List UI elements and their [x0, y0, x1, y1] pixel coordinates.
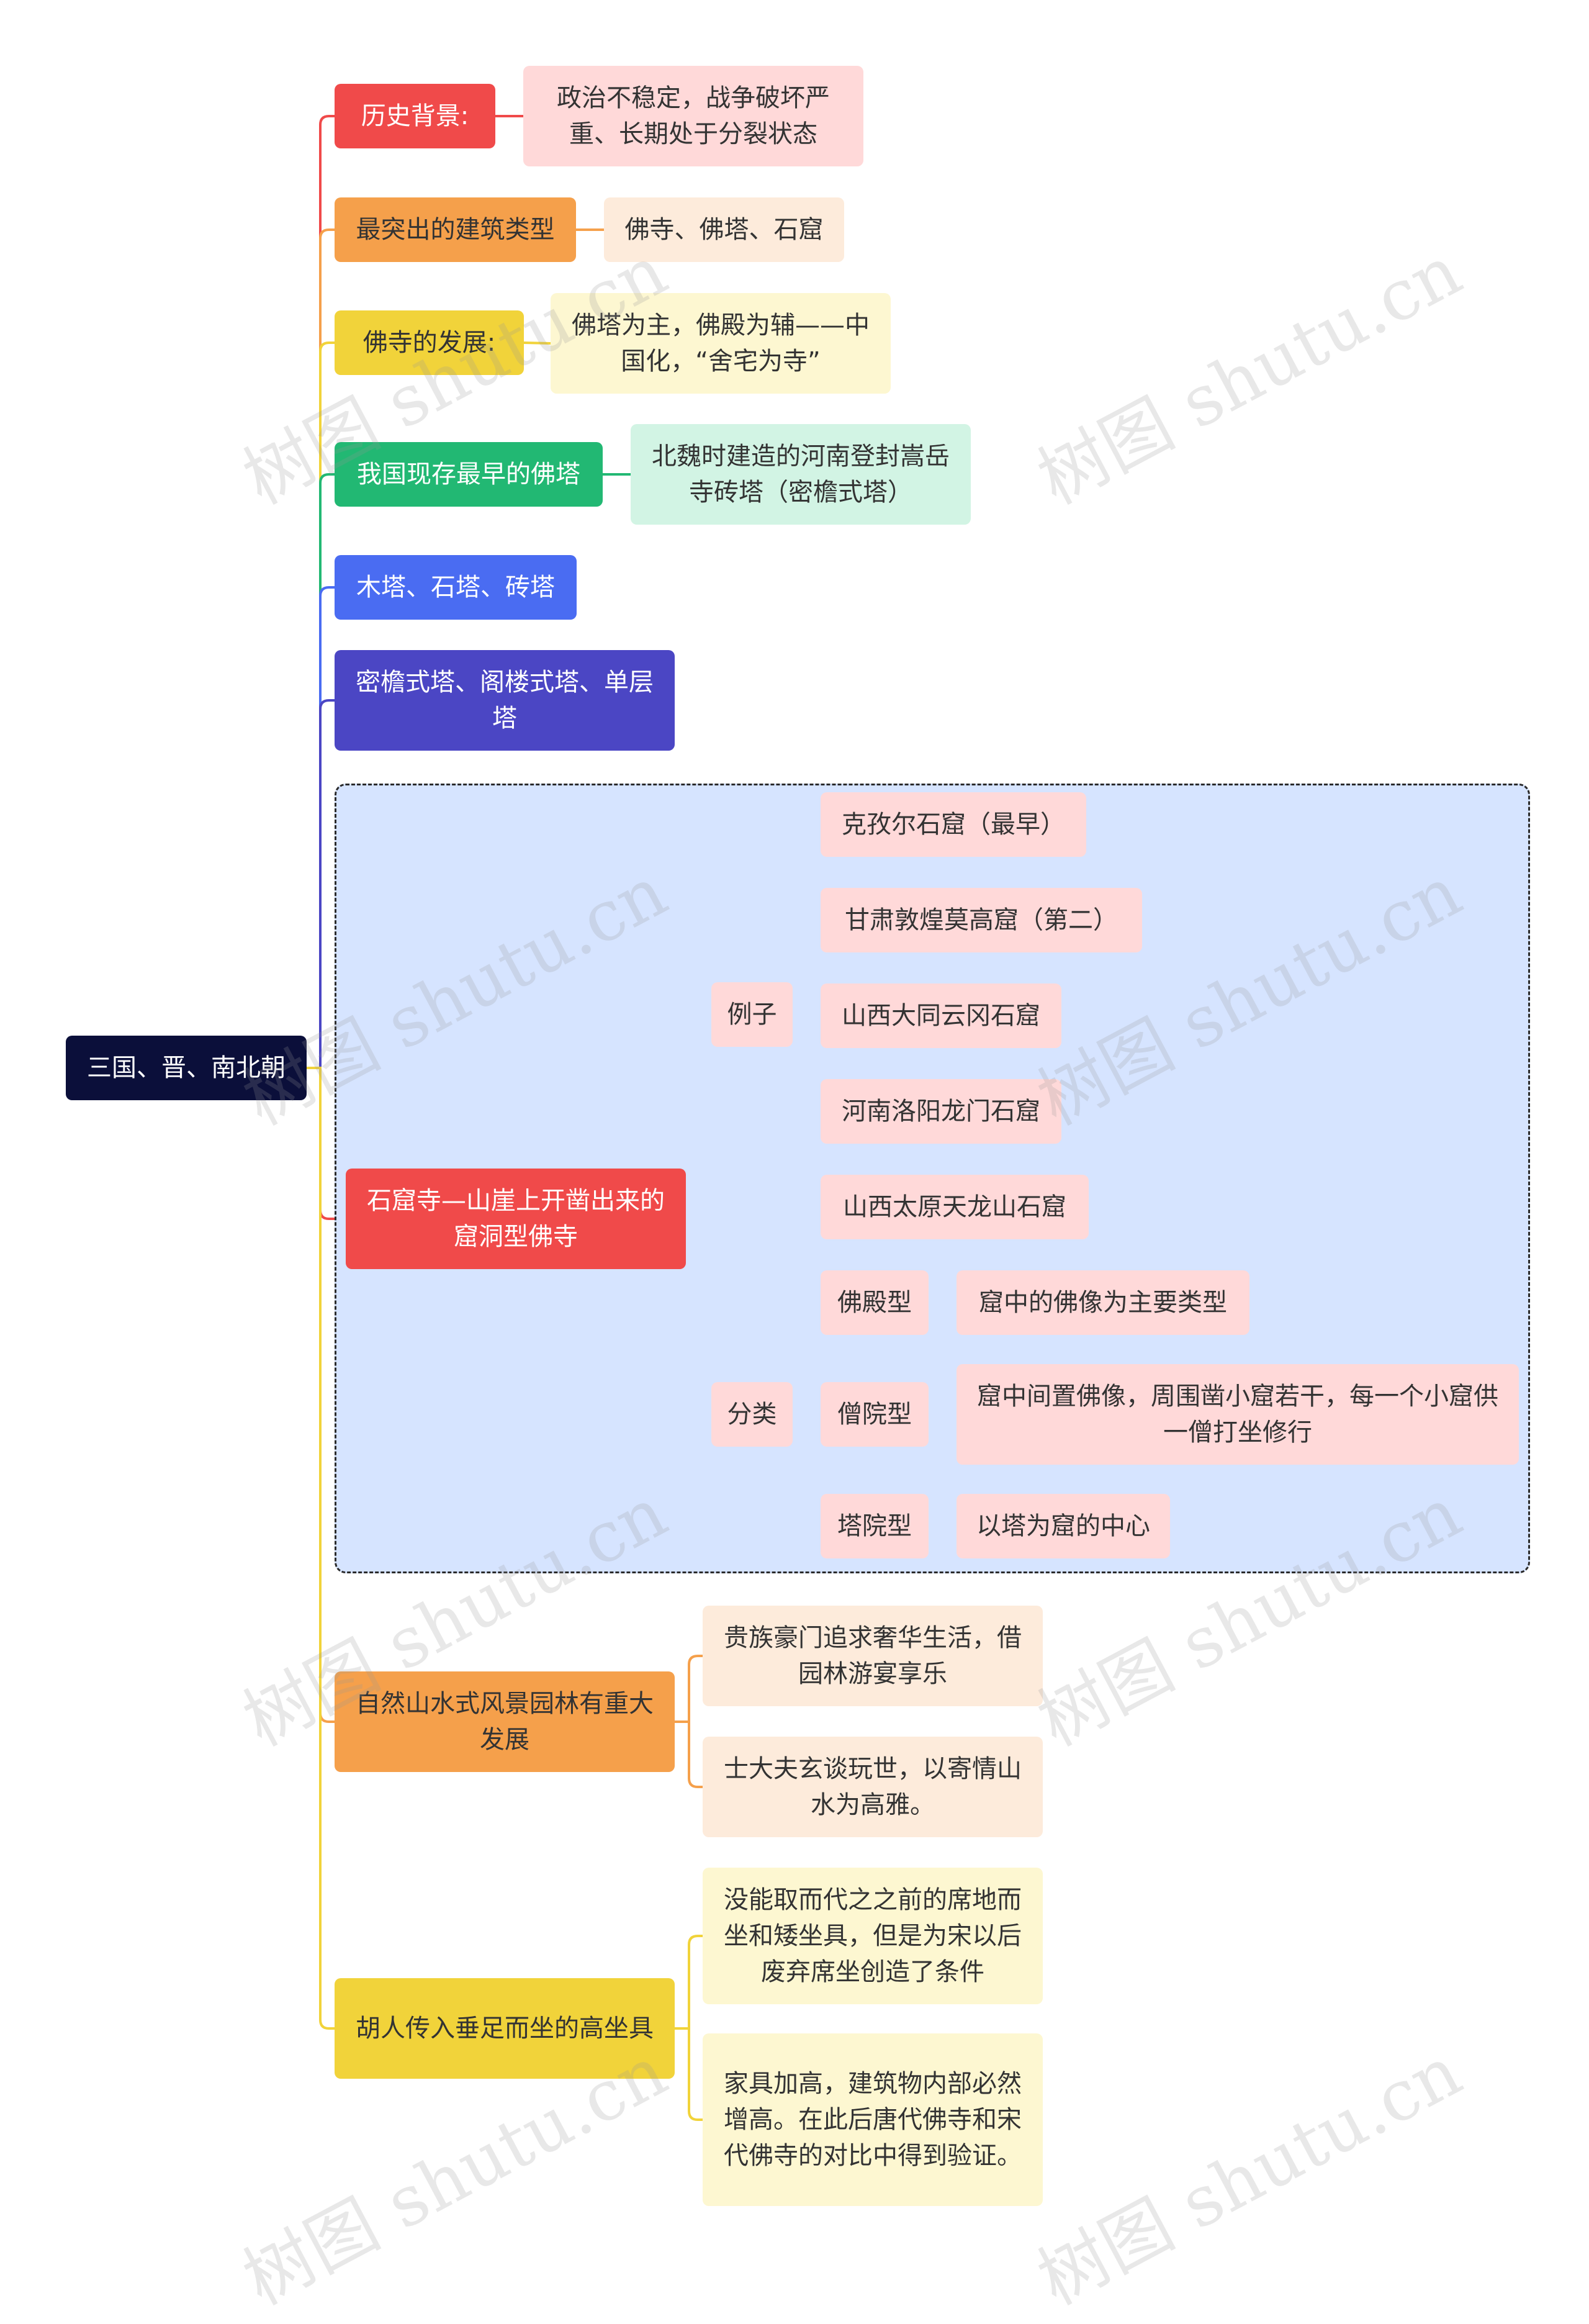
connector-n-b7c1: [675, 1720, 703, 1788]
connector-n-b1: [307, 228, 335, 1069]
leaf-mogao-grottoes[interactable]: 甘肃敦煌莫高窟（第二）: [821, 888, 1142, 952]
branch-landscape-gardens[interactable]: 自然山水式风景园林有重大发展: [335, 1671, 675, 1772]
branch-high-seating[interactable]: 胡人传入垂足而坐的高坐具: [335, 1978, 675, 2079]
type-monastery[interactable]: 僧院型: [821, 1382, 929, 1447]
leaf-yungang-grottoes[interactable]: 山西大同云冈石窟: [821, 983, 1061, 1048]
branch-earliest-pagoda[interactable]: 我国现存最早的佛塔: [335, 442, 603, 507]
type-pagoda-court[interactable]: 塔院型: [821, 1494, 929, 1558]
connector-n-b8: [307, 1067, 335, 2030]
leaf-temple-pagoda-grotto[interactable]: 佛寺、佛塔、石窟: [604, 197, 844, 262]
leaf-kizil-grottoes[interactable]: 克孜尔石窟（最早）: [821, 792, 1086, 857]
root-topic[interactable]: 三国、晋、南北朝: [66, 1036, 307, 1100]
mind-map: 三国、晋、南北朝 历史背景: 政治不稳定，战争破坏严重、长期处于分裂状态 最突出…: [66, 66, 1530, 2321]
leaf-pagoda-primary[interactable]: 佛塔为主，佛殿为辅——中国化，“舍宅为寺”: [551, 293, 891, 394]
connector-n-b8c1: [675, 2027, 703, 2121]
leaf-longmen-grottoes[interactable]: 河南洛阳龙门石窟: [821, 1079, 1061, 1144]
branch-history-background[interactable]: 历史背景:: [335, 84, 495, 148]
leaf-songyue-pagoda[interactable]: 北魏时建造的河南登封嵩岳寺砖塔（密檐式塔）: [631, 424, 971, 525]
connector-n-b2: [307, 341, 335, 1069]
leaf-floor-sitting[interactable]: 没能取而代之之前的席地而坐和矮坐具，但是为宋以后废弃席坐创造了条件: [703, 1868, 1043, 2004]
branch-pagoda-materials[interactable]: 木塔、石塔、砖塔: [335, 555, 577, 620]
branch-grotto-temple[interactable]: 石窟寺—山崖上开凿出来的窟洞型佛寺: [346, 1169, 686, 1269]
sub-classification[interactable]: 分类: [711, 1382, 793, 1447]
leaf-monastery-desc[interactable]: 窟中间置佛像，周围凿小窟若干，每一个小窟供一僧打坐修行: [957, 1364, 1519, 1465]
leaf-furniture-height[interactable]: 家具加高，建筑物内部必然增高。在此后唐代佛寺和宋代佛寺的对比中得到验证。: [703, 2033, 1043, 2206]
connector-n-b4: [307, 586, 335, 1069]
leaf-political-instability[interactable]: 政治不稳定，战争破坏严重、长期处于分裂状态: [523, 66, 863, 166]
leaf-tianlongshan-grottoes[interactable]: 山西太原天龙山石窟: [821, 1175, 1089, 1239]
connector-n-b0: [307, 115, 335, 1069]
connector-n-b7c0: [675, 1655, 703, 1723]
type-buddha-hall[interactable]: 佛殿型: [821, 1270, 929, 1335]
connector-n-b8c0: [675, 1935, 703, 2030]
connector-n-b3: [307, 473, 335, 1069]
leaf-buddha-hall-desc[interactable]: 窟中的佛像为主要类型: [957, 1270, 1249, 1335]
leaf-aristocrat-luxury[interactable]: 贵族豪门追求奢华生活，借园林游宴享乐: [703, 1606, 1043, 1706]
branch-main-building-types[interactable]: 最突出的建筑类型: [335, 197, 576, 262]
leaf-pagoda-court-desc[interactable]: 以塔为窟的中心: [957, 1494, 1170, 1558]
leaf-literati-landscape[interactable]: 士大夫玄谈玩世，以寄情山水为高雅。: [703, 1737, 1043, 1837]
connector-n-b5: [307, 699, 335, 1069]
branch-temple-development[interactable]: 佛寺的发展:: [335, 310, 524, 375]
branch-pagoda-forms[interactable]: 密檐式塔、阁楼式塔、单层塔: [335, 650, 675, 751]
sub-examples[interactable]: 例子: [711, 982, 793, 1047]
